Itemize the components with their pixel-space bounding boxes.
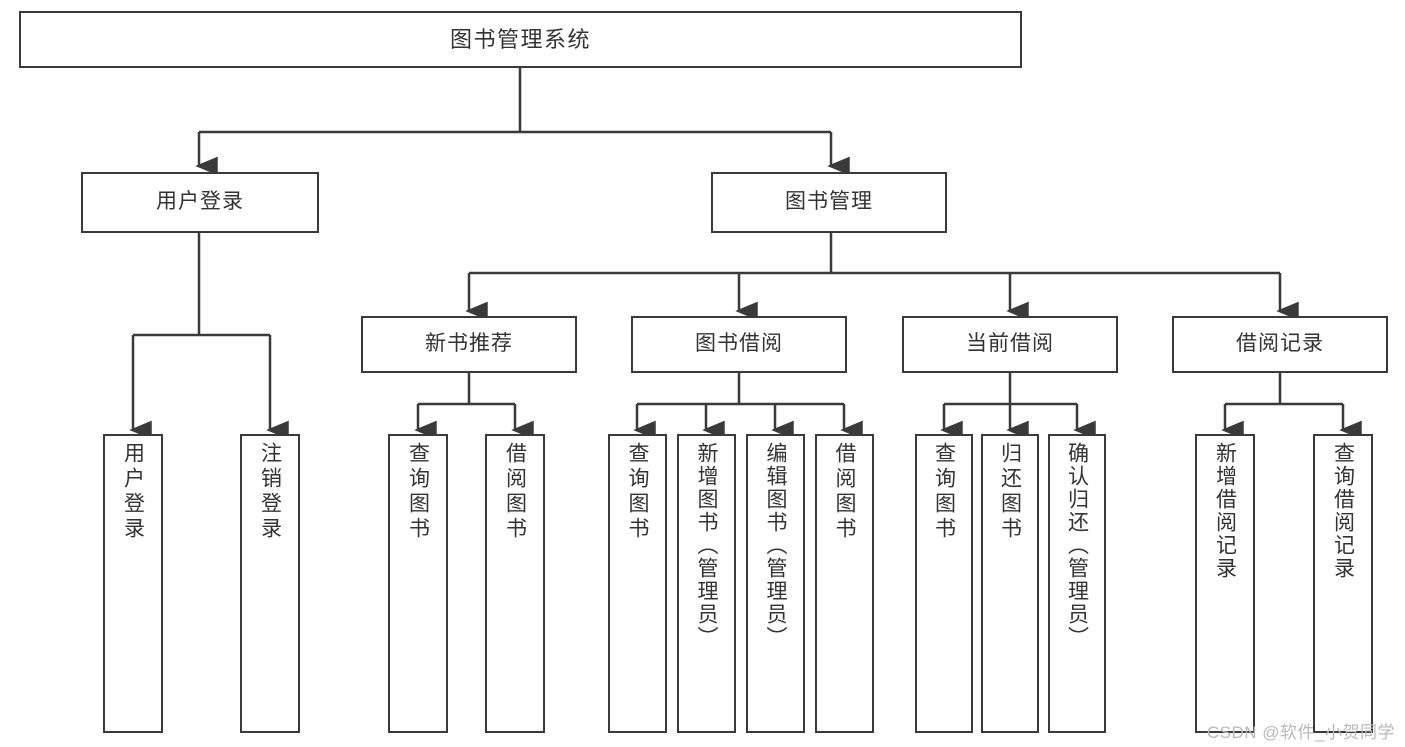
leaf-logout-login[interactable]: 注销登录 bbox=[240, 434, 300, 733]
leaf-query-book[interactable]: 查询图书 bbox=[608, 434, 667, 733]
node-book-borrow[interactable]: 图书借阅 bbox=[631, 316, 847, 373]
node-label: 当前借阅 bbox=[966, 332, 1054, 356]
node-label: 图书借阅 bbox=[695, 332, 783, 356]
node-label: 查询借阅记录 bbox=[1331, 442, 1355, 580]
node-borrow-record[interactable]: 借阅记录 bbox=[1172, 316, 1388, 373]
leaf-borrow-book[interactable]: 借阅图书 bbox=[815, 434, 874, 733]
node-label: 确认归还（管理员） bbox=[1065, 442, 1089, 649]
node-label: 图书管理 bbox=[785, 190, 873, 214]
leaf-confirm-return-admin[interactable]: 确认归还（管理员） bbox=[1048, 434, 1106, 733]
node-new-book-recommend[interactable]: 新书推荐 bbox=[361, 316, 577, 373]
leaf-query-book-current[interactable]: 查询图书 bbox=[915, 434, 973, 733]
node-label: 编辑图书（管理员） bbox=[764, 442, 787, 649]
node-root-system[interactable]: 图书管理系统 bbox=[19, 11, 1022, 68]
node-label: 新增借阅记录 bbox=[1213, 442, 1237, 580]
node-label: 用户登录 bbox=[156, 190, 244, 214]
node-user-login[interactable]: 用户登录 bbox=[81, 172, 319, 233]
leaf-query-borrow-record[interactable]: 查询借阅记录 bbox=[1313, 434, 1373, 733]
leaf-return-book[interactable]: 归还图书 bbox=[981, 434, 1039, 733]
node-label: 查询图书 bbox=[932, 442, 956, 542]
leaf-borrow-book-new[interactable]: 借阅图书 bbox=[485, 434, 545, 733]
node-label: 借阅图书 bbox=[833, 442, 856, 542]
leaf-add-book-admin[interactable]: 新增图书（管理员） bbox=[677, 434, 736, 733]
node-current-borrow[interactable]: 当前借阅 bbox=[902, 316, 1118, 373]
leaf-add-borrow-record[interactable]: 新增借阅记录 bbox=[1195, 434, 1255, 733]
node-label: 新书推荐 bbox=[425, 332, 513, 356]
node-label: 借阅记录 bbox=[1236, 332, 1324, 356]
node-label: 新增图书（管理员） bbox=[695, 442, 718, 649]
node-label: 查询图书 bbox=[406, 442, 430, 542]
node-label: 借阅图书 bbox=[503, 442, 527, 542]
node-label: 查询图书 bbox=[626, 442, 649, 542]
node-label: 用户登录 bbox=[121, 442, 145, 542]
node-label: 归还图书 bbox=[998, 442, 1022, 542]
leaf-query-book-new[interactable]: 查询图书 bbox=[388, 434, 448, 733]
node-book-management[interactable]: 图书管理 bbox=[711, 172, 947, 233]
leaf-user-login[interactable]: 用户登录 bbox=[103, 434, 163, 733]
watermark-text: CSDN @软件_小贺同学 bbox=[1206, 723, 1395, 742]
node-label: 图书管理系统 bbox=[449, 26, 591, 52]
node-label: 注销登录 bbox=[258, 442, 282, 542]
leaf-edit-book-admin[interactable]: 编辑图书（管理员） bbox=[746, 434, 805, 733]
